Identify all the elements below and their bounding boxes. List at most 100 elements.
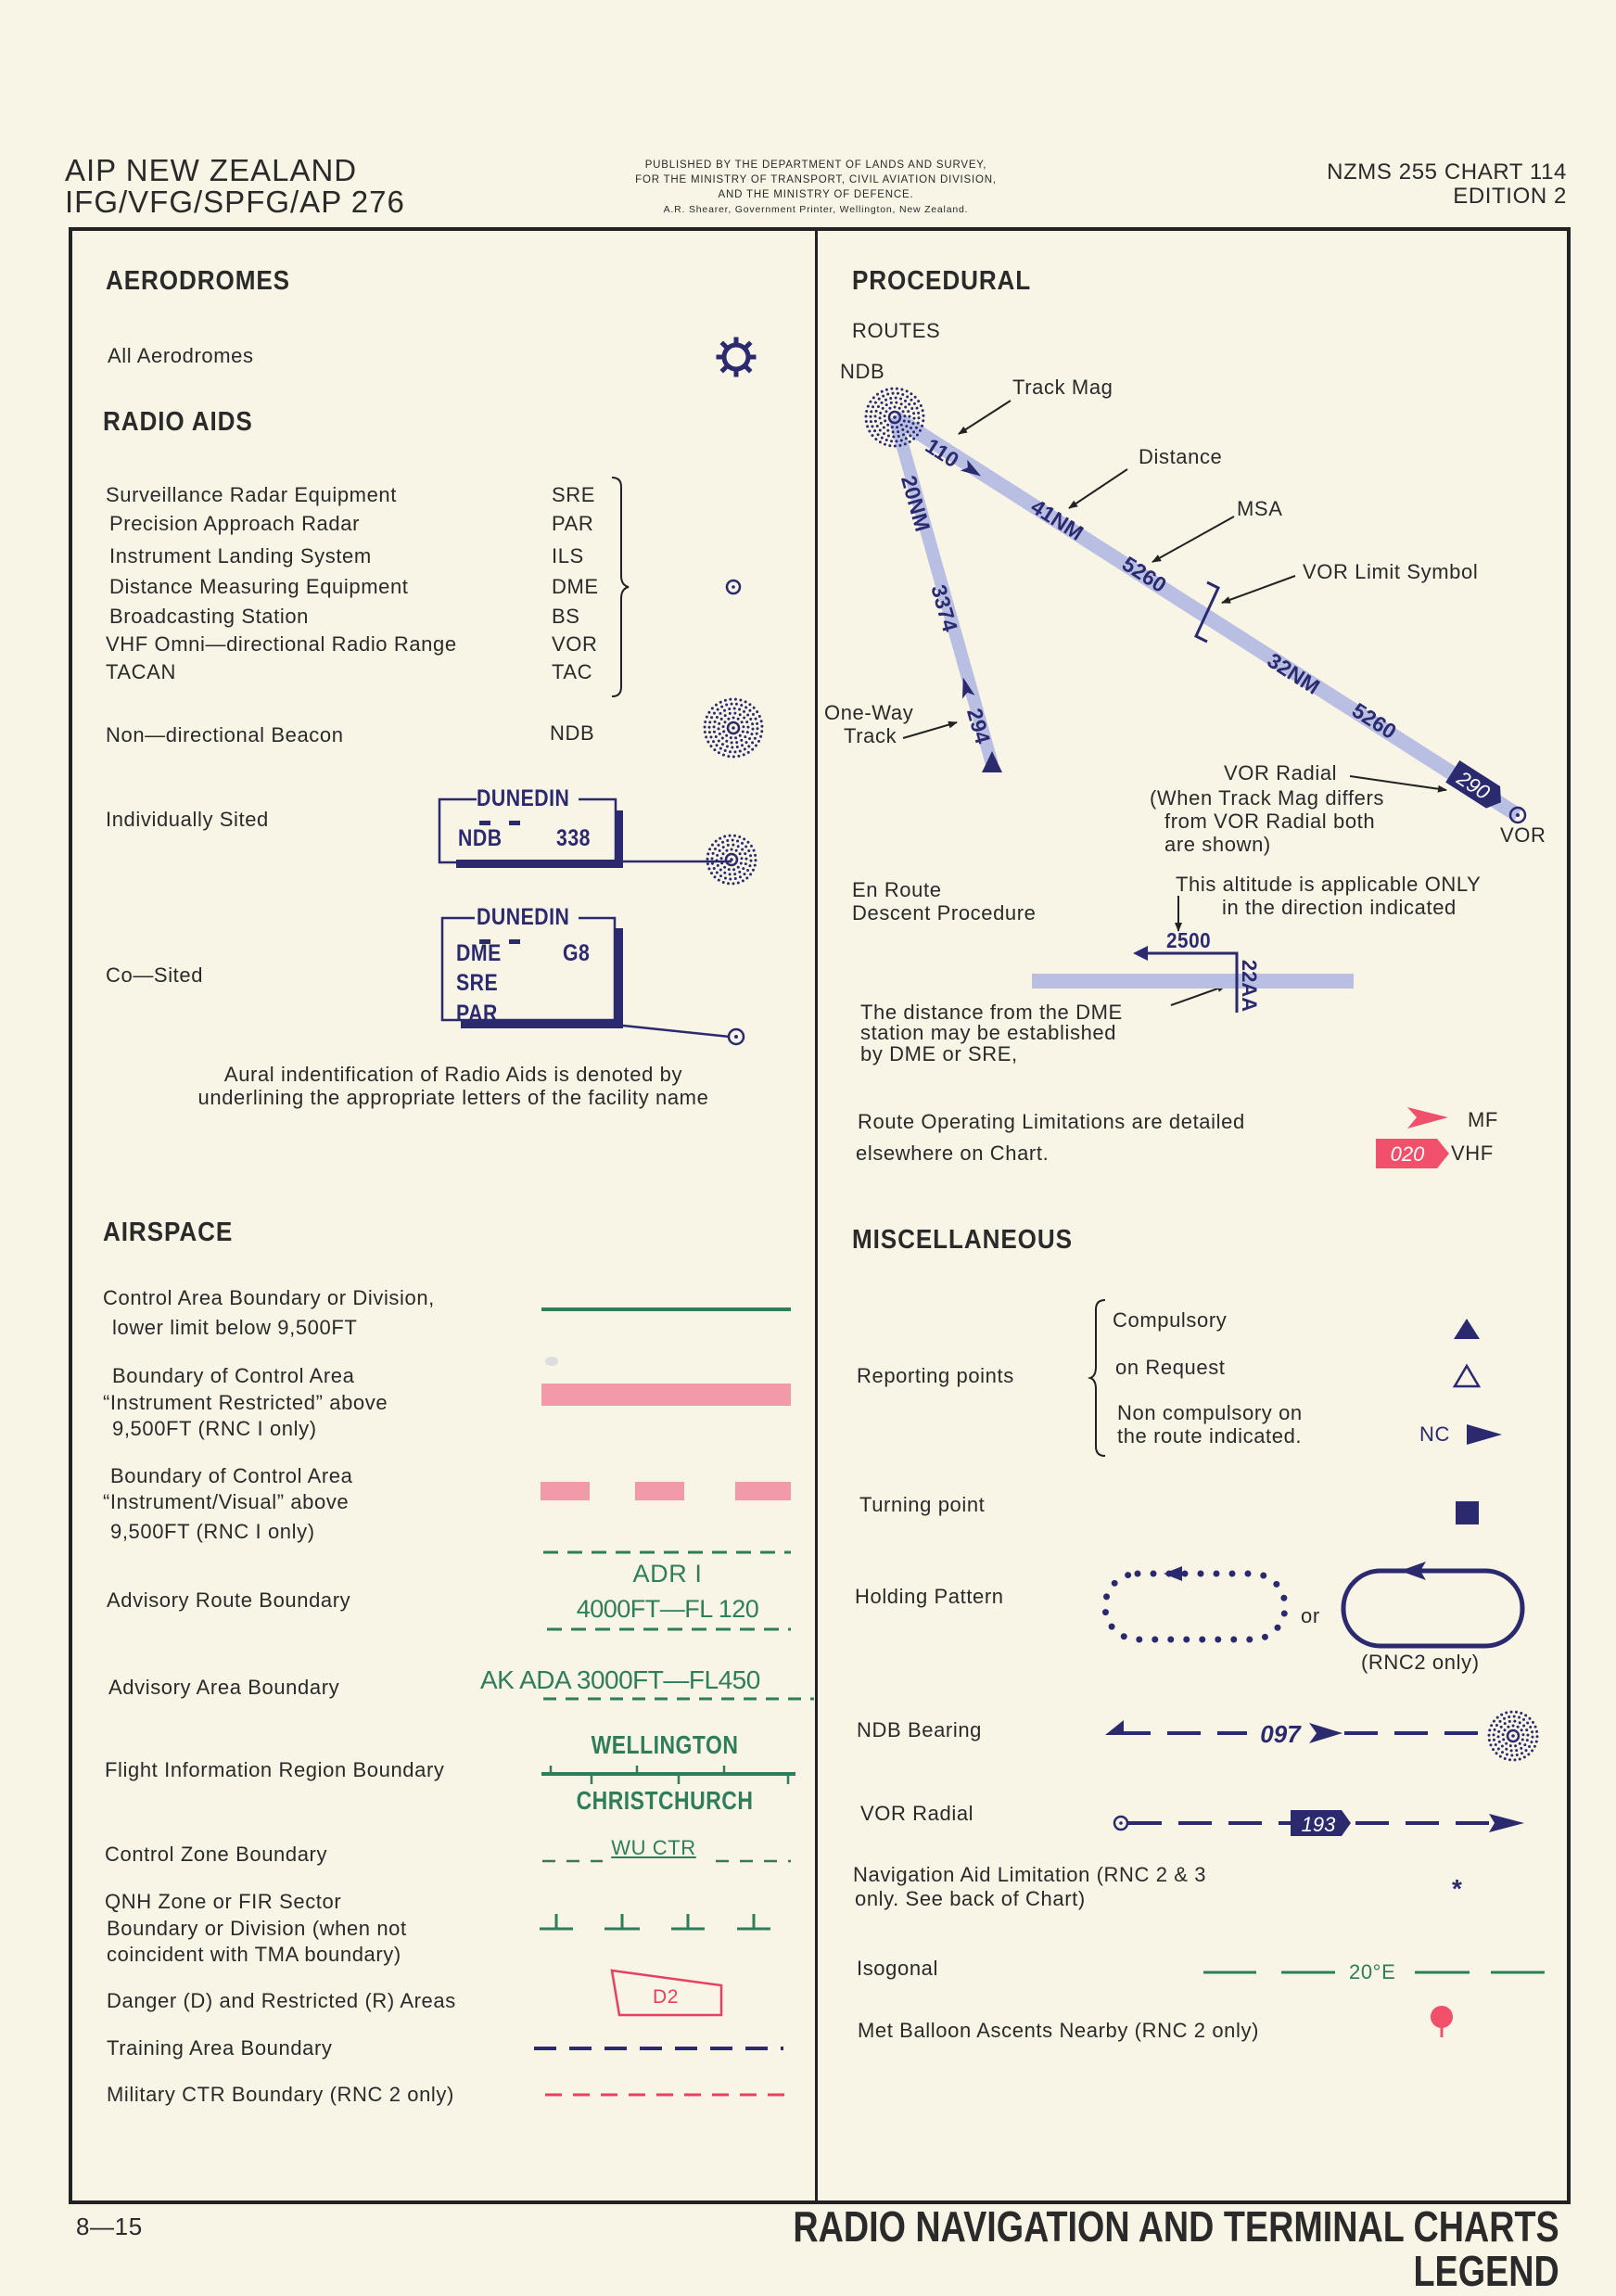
instrument-visual-dashes	[541, 1482, 791, 1500]
on-request-triangle-icon	[1452, 1363, 1482, 1388]
callout-one-way: Track	[844, 724, 897, 747]
airspace-label: “Instrument Restricted” above	[103, 1391, 388, 1414]
airspace-label: Danger (D) and Restricted (R) Areas	[107, 1989, 456, 2012]
distance-value: 32NM	[1263, 648, 1324, 699]
all-aerodromes-label: All Aerodromes	[108, 344, 254, 367]
vor-radial-value: 193	[1302, 1813, 1336, 1836]
header-subtitle: IFG/VFG/SPFG/AP 276	[65, 185, 405, 219]
callout-msa: MSA	[1237, 497, 1283, 520]
descent-route-band	[1032, 974, 1354, 989]
ndb-label: Non—directional Beacon	[106, 723, 344, 746]
co-sited-box	[440, 916, 731, 1039]
radio-aid-abbr: VOR	[552, 632, 598, 656]
radio-aid-abbr: TAC	[552, 660, 593, 683]
column-divider	[815, 227, 818, 2202]
non-compulsory-label: Non compulsory on	[1117, 1401, 1303, 1424]
reporting-point-triangle-icon	[982, 751, 1002, 772]
route-limits-text: Route Operating Limitations are detailed	[858, 1110, 1245, 1133]
vor-label: VOR	[1500, 823, 1546, 847]
fir-north-name: WELLINGTON	[591, 1730, 739, 1759]
met-balloon-label: Met Balloon Ascents Nearby (RNC 2 only)	[858, 2019, 1260, 2042]
publisher-block: PUBLISHED BY THE DEPARTMENT OF LANDS AND…	[538, 158, 1094, 217]
advisory-area-text: AK ADA 3000FT—FL450	[480, 1665, 760, 1694]
airspace-label: “Instrument/Visual” above	[103, 1490, 350, 1513]
airspace-heading: AIRSPACE	[103, 1218, 234, 1247]
facility-type: PAR	[456, 1001, 498, 1027]
holding-rnc2: (RNC2 only)	[1361, 1651, 1480, 1674]
ndb-bearing-line: 097	[1105, 1720, 1488, 1748]
distance-note: The distance from the DME	[860, 1001, 1123, 1024]
danger-area-polygon	[610, 1969, 723, 2017]
vhf-label: VHF	[1451, 1142, 1494, 1165]
reporting-brace	[1087, 1299, 1106, 1457]
fir-south-name: CHRISTCHURCH	[576, 1786, 754, 1815]
holding-pattern-label: Holding Pattern	[855, 1585, 1004, 1608]
brace	[611, 477, 630, 697]
airspace-label: coincident with TMA boundary)	[107, 1943, 401, 1966]
ndb-beacon-icon	[703, 697, 764, 759]
altitude-note: in the direction indicated	[1222, 896, 1457, 919]
ndb-bearing-label: NDB Bearing	[857, 1718, 982, 1741]
ndb-beacon-icon	[706, 834, 757, 886]
callout-vor-limit: VOR Limit Symbol	[1303, 560, 1479, 583]
radio-aid-label: VHF Omni—directional Radio Range	[106, 632, 457, 656]
direction-arrow-icon	[960, 459, 982, 477]
reporting-points-label: Reporting points	[857, 1364, 1014, 1387]
non-compulsory-triangle-icon	[1467, 1424, 1502, 1445]
callout-vor-radial: are shown)	[1164, 833, 1271, 856]
vor-radial-line: 193	[1113, 1810, 1524, 1836]
individually-sited-box	[438, 797, 732, 868]
airspace-label: Training Area Boundary	[107, 2036, 333, 2060]
airspace-label: Boundary or Division (when not	[107, 1917, 407, 1940]
header-title: AIP NEW ZEALAND	[65, 153, 358, 187]
holding-or: or	[1301, 1604, 1320, 1627]
publisher-line: FOR THE MINISTRY OF TRANSPORT, CIVIL AVI…	[635, 174, 997, 185]
chart-id: NZMS 255 CHART 114	[1327, 159, 1567, 185]
airspace-label: Flight Information Region Boundary	[105, 1758, 445, 1781]
vor-limit-bracket	[1194, 580, 1220, 644]
track-mag-value: 294	[962, 706, 995, 746]
ndb-beacon-icon	[864, 387, 925, 448]
facility-type: DME	[456, 940, 502, 966]
radio-aid-abbr: DME	[552, 575, 599, 598]
descent-direction-arrow	[1142, 951, 1239, 1013]
facility-type: NDB	[458, 825, 503, 851]
edition: EDITION 2	[1453, 184, 1567, 209]
msa-value: 3374	[926, 582, 962, 634]
aural-note: Aural indentification of Radio Aids is d…	[223, 1063, 683, 1086]
vor-radial-label: VOR Radial	[860, 1802, 974, 1825]
distance-note: station may be established	[860, 1021, 1117, 1044]
airspace-label: 9,500FT (RNC I only)	[112, 1417, 317, 1440]
holding-pattern-dotted	[1101, 1570, 1289, 1643]
airspace-label: QNH Zone or FIR Sector	[105, 1890, 342, 1913]
callout-distance: Distance	[1139, 445, 1223, 468]
ndb-label: NDB	[840, 360, 885, 383]
publisher-line: PUBLISHED BY THE DEPARTMENT OF LANDS AND…	[644, 159, 987, 171]
airspace-label: Boundary of Control Area	[110, 1464, 353, 1487]
ndb-bearing-value: 097	[1260, 1720, 1302, 1748]
dme-fix-label: 22AA	[1238, 960, 1261, 1012]
compulsory-label: Compulsory	[1113, 1308, 1228, 1332]
co-sited-label: Co—Sited	[106, 963, 204, 987]
radio-aid-label: Broadcasting Station	[109, 605, 310, 628]
one-way-arrow-icon	[961, 677, 975, 699]
facility-name: DUNEDIN	[477, 904, 570, 930]
route-limits-text: elsewhere on Chart.	[856, 1142, 1050, 1165]
altitude-note: This altitude is applicable ONLY	[1176, 873, 1482, 896]
routes-label: ROUTES	[852, 319, 941, 342]
facility-channel: G8	[563, 940, 591, 966]
airspace-label: Control Zone Boundary	[105, 1843, 328, 1866]
airspace-label: Military CTR Boundary (RNC 2 only)	[107, 2083, 454, 2106]
legend-frame	[69, 227, 1571, 2204]
vhf-tag-value: 020	[1391, 1142, 1425, 1166]
distance-value: 20NM	[897, 473, 935, 534]
distance-note: by DME or SRE,	[860, 1042, 1018, 1065]
fir-boundary-line	[541, 1766, 795, 1784]
radio-aid-circle-icon	[725, 579, 742, 595]
met-balloon-icon	[1431, 2006, 1453, 2037]
callout-one-way: One-Way	[824, 701, 914, 724]
callout-vor-radial: (When Track Mag differs	[1150, 786, 1385, 810]
nav-limit-label: Navigation Aid Limitation (RNC 2 & 3	[853, 1863, 1207, 1886]
radio-aid-abbr: SRE	[552, 483, 596, 506]
nc-label: NC	[1419, 1422, 1450, 1446]
